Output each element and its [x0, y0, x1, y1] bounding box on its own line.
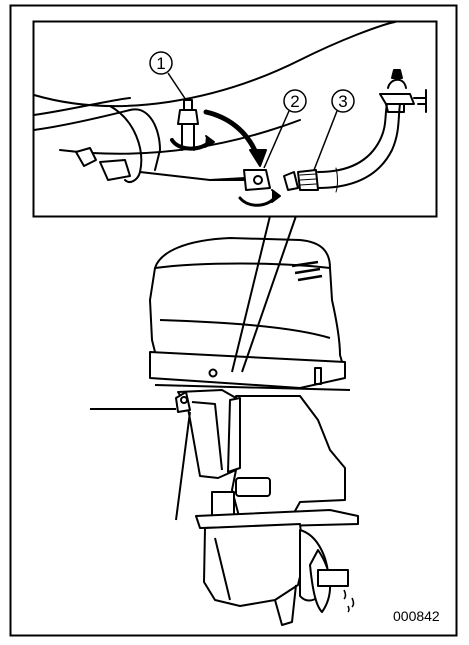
outboard-motor: [150, 238, 358, 625]
callout-2: 2: [284, 90, 306, 112]
callout-3: 3: [332, 90, 354, 112]
callout-2-label: 2: [290, 92, 299, 111]
callout-1: 1: [150, 52, 172, 74]
lower-pointer-line: [176, 412, 190, 520]
callout-3-label: 3: [338, 92, 347, 111]
callout-1-label: 1: [156, 54, 165, 73]
figure-code: 000842: [393, 608, 440, 624]
